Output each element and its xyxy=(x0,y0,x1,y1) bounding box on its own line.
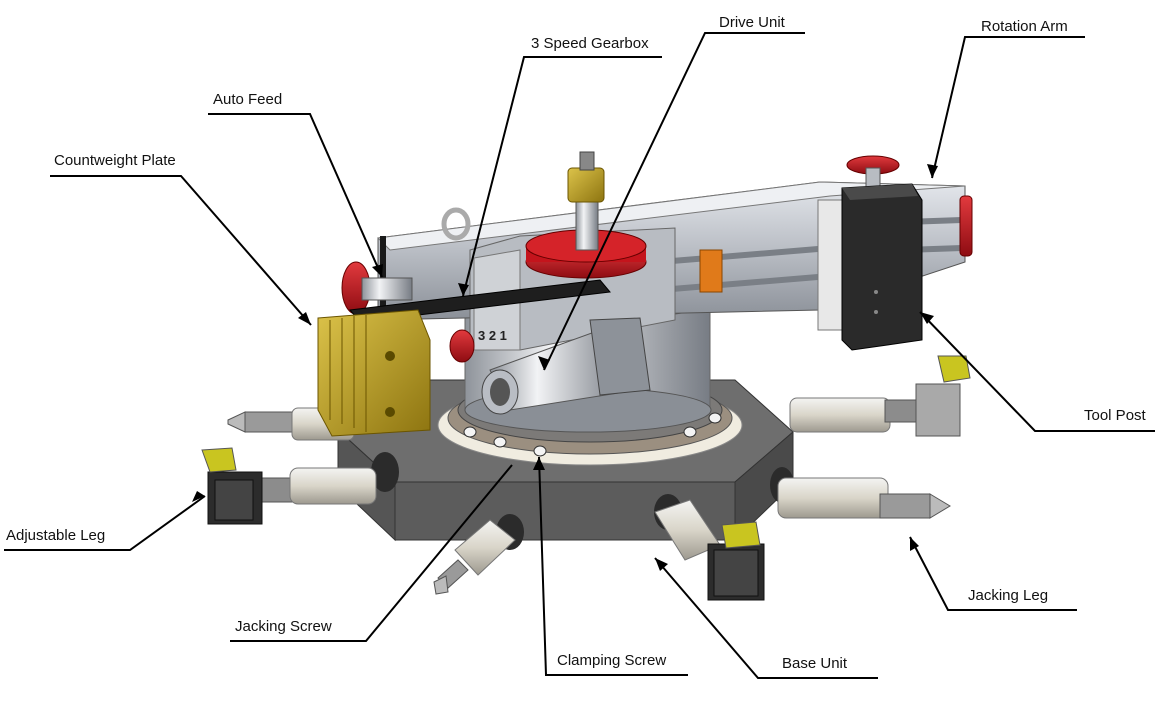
leader-lines xyxy=(4,32,1155,679)
leader-countweight-plate xyxy=(50,175,312,326)
counterweight-plate xyxy=(317,279,611,437)
leader-rotation-arm xyxy=(931,36,1085,179)
leader-base-unit xyxy=(654,557,878,679)
jacking-leg-back-right xyxy=(789,355,971,437)
label-clamping-screw: Clamping Screw xyxy=(557,652,667,669)
leader-three-speed-gearbox xyxy=(462,56,662,297)
label-three-speed-gearbox: 3 Speed Gearbox xyxy=(531,35,649,52)
gearbox-speed-marking: 3 2 1 xyxy=(478,328,507,343)
tool-post xyxy=(817,183,923,351)
jacking-leg-left xyxy=(257,467,377,505)
leader-drive-unit xyxy=(543,32,805,371)
label-auto-feed: Auto Feed xyxy=(213,91,283,108)
label-jacking-screw: Jacking Screw xyxy=(235,618,332,635)
adjustable-leg-left xyxy=(201,447,263,525)
jacking-leg-front-left xyxy=(433,519,516,595)
leader-jacking-screw xyxy=(230,464,513,642)
leader-jacking-leg xyxy=(909,536,1077,611)
label-tool-post: Tool Post xyxy=(1084,407,1146,424)
auto-feed xyxy=(341,261,413,315)
label-jacking-leg: Jacking Leg xyxy=(968,587,1049,604)
leader-tool-post xyxy=(919,311,1155,432)
label-rotation-arm: Rotation Arm xyxy=(981,18,1068,35)
leader-auto-feed xyxy=(208,113,383,278)
jacking-leg-right xyxy=(777,477,951,519)
leader-clamping-screw xyxy=(538,456,688,676)
leader-arrowheads xyxy=(192,164,938,571)
leader-adjustable-leg xyxy=(4,495,206,551)
label-drive-unit: Drive Unit xyxy=(719,14,785,31)
jacking-legs xyxy=(227,355,971,595)
label-adjustable-leg: Adjustable Leg xyxy=(6,527,106,544)
drive-unit-motor xyxy=(481,317,651,415)
label-countweight-plate: Countweight Plate xyxy=(54,152,176,169)
label-base-unit: Base Unit xyxy=(782,655,848,672)
adjustable-leg-front-right xyxy=(707,521,765,601)
